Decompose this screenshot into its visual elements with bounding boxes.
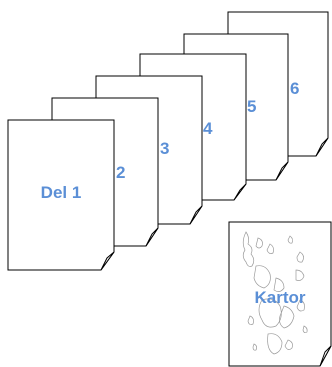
page-label: 3 [160, 139, 169, 158]
page-curl [189, 205, 203, 225]
page-curl [275, 161, 289, 181]
page-curl [315, 137, 329, 157]
page-label: 5 [247, 97, 256, 116]
page-curl [100, 251, 115, 271]
page-label: 2 [116, 163, 125, 182]
page-label: 6 [290, 79, 299, 98]
page-curl [319, 345, 332, 367]
archipelago-map-illustration [242, 231, 308, 355]
page-kartor: Kartor [228, 221, 332, 367]
page-label: Kartor [254, 288, 305, 307]
page-label: 4 [203, 119, 213, 138]
page-del-1: Del 1 [7, 119, 115, 271]
page-label: Del 1 [41, 183, 82, 202]
page-curl [145, 227, 159, 247]
page-curl [233, 183, 247, 201]
